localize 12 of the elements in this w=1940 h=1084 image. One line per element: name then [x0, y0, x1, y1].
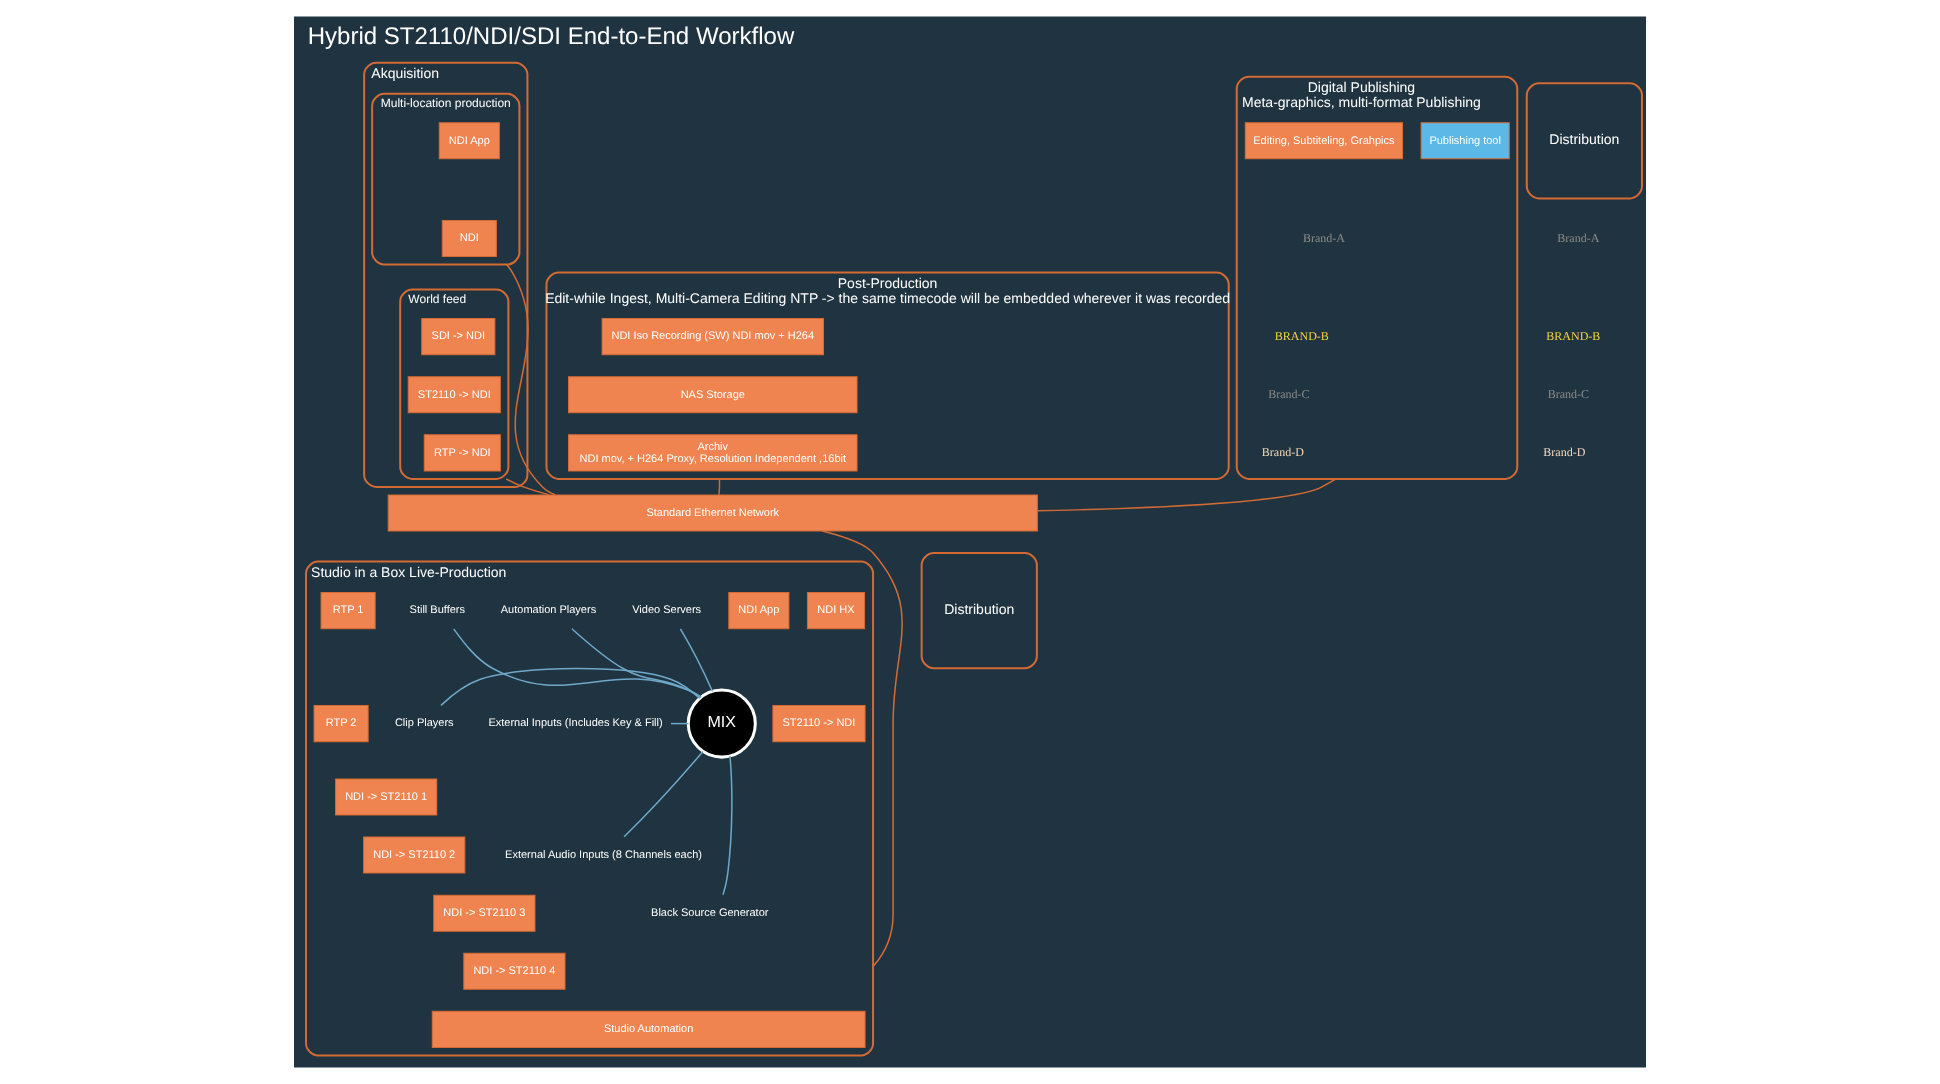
connector: [505, 263, 556, 496]
connector: [679, 628, 714, 693]
diagram-title: Hybrid ST2110/NDI/SDI End-to-End Workflow: [307, 21, 795, 50]
connector: [505, 478, 550, 496]
connector: [571, 628, 702, 699]
connector: [440, 667, 701, 707]
connector: [722, 755, 733, 896]
connector: [452, 628, 702, 698]
connector: [821, 530, 903, 968]
node-circle: MIX: [686, 688, 757, 759]
connector: [623, 750, 704, 838]
connector: [1036, 478, 1337, 512]
